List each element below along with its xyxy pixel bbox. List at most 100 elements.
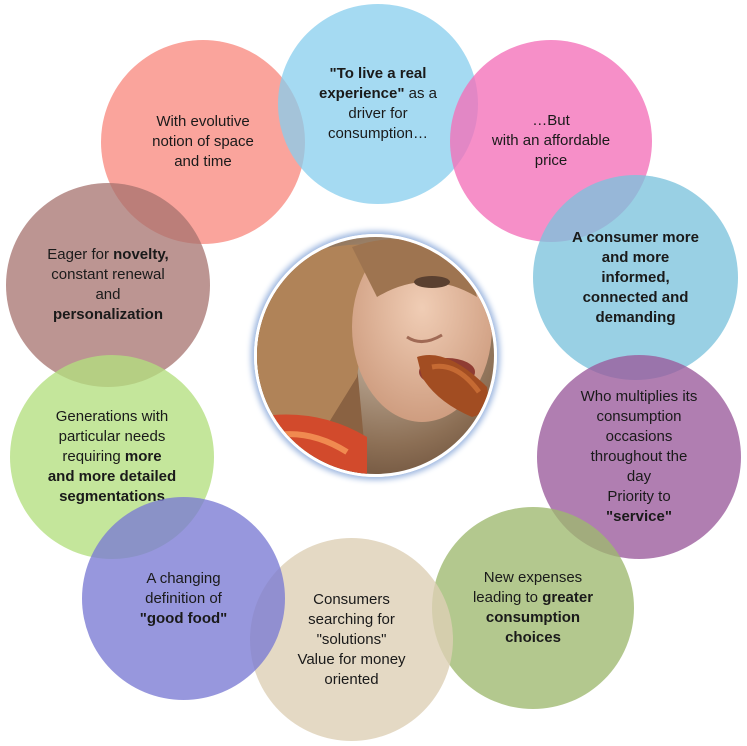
bold-text: A consumer more — [572, 228, 699, 246]
circle-text-line: notion of space — [152, 132, 254, 152]
normal-text: and — [95, 286, 121, 303]
normal-text: "solutions" — [316, 630, 387, 648]
normal-text: Eager for — [47, 246, 114, 263]
bold-text: and more detailed — [47, 468, 177, 485]
circle-informed-consumer: A consumer more and more informed, connecte… — [533, 175, 738, 380]
circle-text-line: particular needs — [48, 427, 176, 447]
bold-text: experience" — [318, 85, 405, 102]
normal-text: constant renewal — [51, 266, 165, 283]
circle-text-line: "good food" — [140, 609, 228, 629]
normal-text: leading to — [472, 589, 543, 606]
circle-text-line: experience" as a — [319, 84, 437, 104]
woman-eating-chicken-photo — [254, 234, 497, 477]
bold-text: "service" — [606, 508, 672, 525]
normal-text: …But — [532, 112, 570, 129]
circle-text-line: personalization — [47, 305, 168, 325]
circle-text-line: with an affordable — [492, 131, 610, 151]
bold-text: connected and — [582, 288, 689, 306]
normal-text: day — [626, 468, 652, 485]
circle-text-line: "solutions" — [297, 630, 405, 650]
bold-text: demanding — [595, 308, 676, 326]
circle-text-line: choices — [473, 628, 593, 648]
normal-text: requiring — [62, 448, 125, 465]
normal-text: oriented — [324, 670, 379, 688]
circle-text-line: and time — [152, 152, 254, 172]
normal-text: notion of space — [152, 133, 254, 150]
normal-text: price — [534, 152, 568, 169]
circle-text-line: leading to greater — [473, 588, 593, 608]
circle-text-line: requiring more — [48, 447, 176, 467]
circle-text-line: and — [47, 285, 168, 305]
circle-text-line: Value for money — [297, 650, 405, 670]
bold-text: "good food" — [139, 609, 228, 627]
circle-text-line: "service" — [581, 507, 698, 527]
normal-text: Generations with — [55, 408, 169, 425]
circle-text-line: New expenses — [473, 568, 593, 588]
circle-text-line: demanding — [572, 308, 699, 328]
bold-text: and more — [601, 248, 670, 266]
circle-text-line: and more — [572, 248, 699, 268]
circle-text-line: definition of — [140, 589, 228, 609]
normal-text: Priority to — [607, 488, 671, 505]
circle-text-line: consumption — [473, 608, 593, 628]
bold-text: "To live a real — [329, 65, 427, 82]
normal-text: New expenses — [483, 569, 583, 586]
normal-text: Who multiplies its — [580, 388, 698, 405]
bold-text: informed, — [601, 268, 670, 286]
circle-text-line: consumption… — [319, 124, 437, 144]
normal-text: particular needs — [58, 428, 166, 445]
circle-text-line: and more detailed — [48, 467, 176, 487]
circle-text-line: throughout the — [581, 447, 698, 467]
normal-text: searching for — [308, 610, 395, 628]
circle-text: Generations with particular needs requirin… — [48, 407, 176, 507]
normal-text: Consumers — [313, 590, 390, 608]
bold-text: greater — [542, 589, 594, 606]
circle-text-line: Priority to — [581, 487, 698, 507]
circle-text-line: searching for — [297, 610, 405, 630]
circle-text-line: price — [492, 151, 610, 171]
circle-text-line: Eager for novelty, — [47, 245, 168, 265]
circle-text-line: "To live a real — [319, 64, 437, 84]
circle-text-line: A consumer more — [572, 228, 699, 248]
circle-text-line: Generations with — [48, 407, 176, 427]
circle-text-line: Consumers — [297, 590, 405, 610]
circle-text-line: segmentations — [48, 487, 176, 507]
normal-text: and time — [174, 153, 232, 170]
circle-text: Consumers searching for "solutions" Value … — [297, 590, 405, 690]
circle-text-line: occasions — [581, 427, 698, 447]
normal-text: driver for — [348, 105, 408, 122]
circle-solutions: Consumers searching for "solutions" Value … — [250, 538, 453, 741]
circle-text: A consumer more and more informed, connecte… — [572, 228, 699, 328]
circle-text-line: consumption — [581, 407, 698, 427]
bold-text: novelty, — [113, 246, 169, 263]
normal-text: throughout the — [590, 448, 688, 465]
normal-text: With evolutive — [156, 113, 250, 130]
circle-text-line: With evolutive — [152, 112, 254, 132]
circle-text-line: connected and — [572, 288, 699, 308]
photo-illustration — [257, 237, 494, 474]
circle-text-line: day — [581, 467, 698, 487]
bold-text: more — [124, 448, 162, 465]
circle-text: A changing definition of "good food" — [140, 569, 228, 629]
normal-text: consumption — [596, 408, 682, 425]
normal-text: A changing — [146, 569, 221, 587]
normal-text: as a — [404, 85, 438, 102]
circle-affordable-price: …But with an affordable price — [450, 40, 652, 242]
circle-text-line: constant renewal — [47, 265, 168, 285]
bold-text: personalization — [52, 306, 163, 323]
normal-text: consumption… — [327, 125, 429, 142]
circle-text: …But with an affordable price — [492, 111, 610, 171]
bold-text: consumption — [485, 609, 581, 626]
normal-text: with an affordable — [491, 132, 611, 149]
normal-text: Value for money — [297, 650, 406, 668]
circle-text-line: oriented — [297, 670, 405, 690]
circle-text-line: driver for — [319, 104, 437, 124]
circle-good-food: A changing definition of "good food" — [82, 497, 285, 700]
